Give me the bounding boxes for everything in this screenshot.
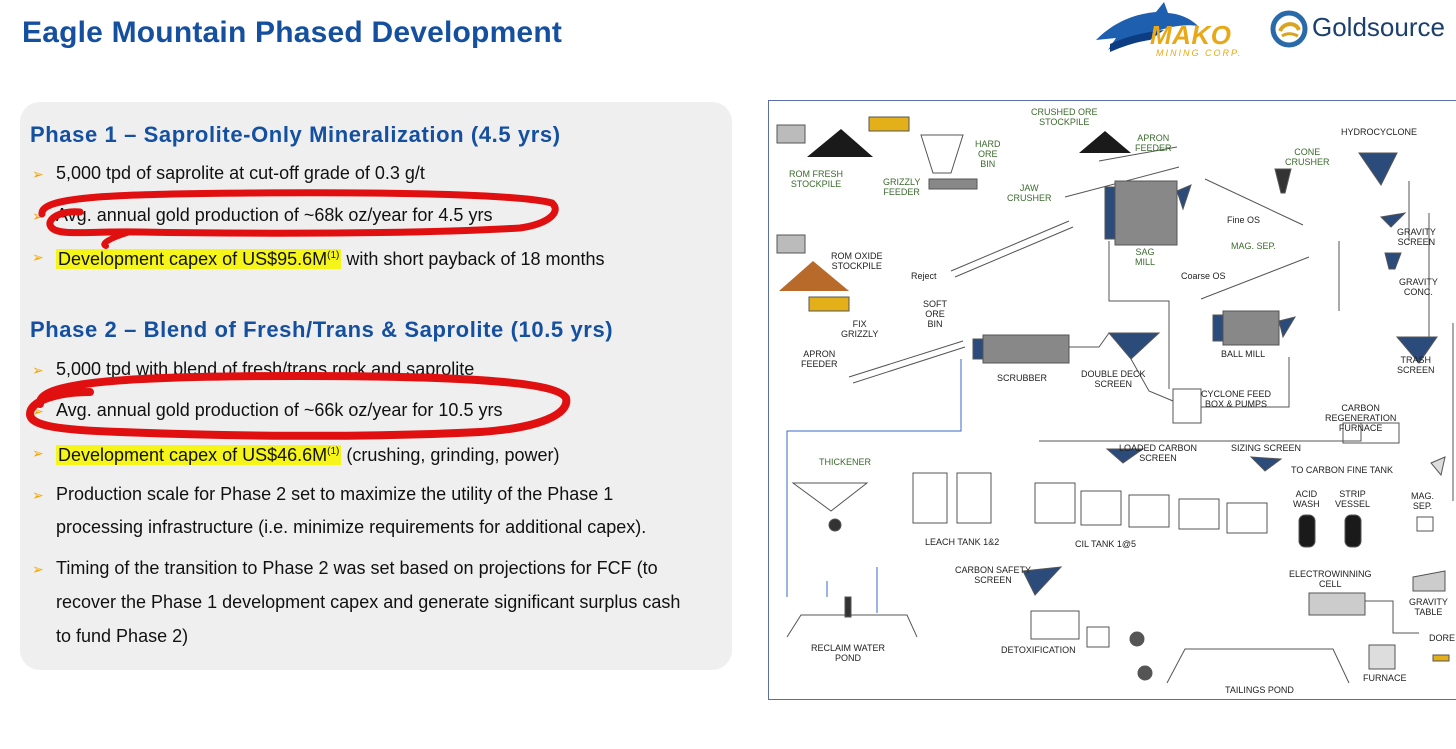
mako-logo: MAKO MINING CORP.	[1094, 0, 1254, 62]
label-cil-tank: CIL TANK 1@5	[1075, 539, 1136, 549]
page-title: Eagle Mountain Phased Development	[22, 16, 563, 49]
label-scrubber: SCRUBBER	[997, 373, 1048, 383]
phase2-bullet-2: Avg. annual gold production of ~66k oz/y…	[56, 400, 503, 420]
label-ball-mill: BALL MILL	[1221, 349, 1266, 359]
phase1-bullet-2: Avg. annual gold production of ~68k oz/y…	[56, 205, 493, 225]
label-thickener: THICKENER	[819, 457, 872, 467]
label-coarse-os: Coarse OS	[1181, 271, 1226, 281]
bullet-arrow-icon: ➢	[32, 487, 44, 503]
flowsheet-graphics	[776, 116, 1454, 684]
highlighted-capex: Development capex of US$95.6M(1)	[56, 249, 342, 269]
label-reject: Reject	[911, 271, 937, 281]
label-detox: DETOXIFICATION	[1001, 645, 1076, 655]
label-fine-os: Fine OS	[1227, 215, 1261, 225]
label-to-carbon-fine: TO CARBON FINE TANK	[1291, 465, 1394, 475]
goldsource-logo: Goldsource	[1270, 8, 1445, 52]
goldsource-icon	[1270, 10, 1308, 48]
label-furnace: FURNACE	[1363, 673, 1407, 683]
phase1-heading: Phase 1 – Saprolite-Only Mineralization …	[30, 122, 561, 147]
phase2-bullet-3: Development capex of US$46.6M(1) (crushi…	[56, 445, 560, 465]
phase1-bullet-3: Development capex of US$95.6M(1) with sh…	[56, 249, 605, 269]
goldsource-wordmark: Goldsource	[1312, 12, 1445, 42]
label-sizing-screen: SIZING SCREEN	[1231, 443, 1302, 453]
mako-subtitle: MINING CORP.	[1156, 48, 1243, 58]
label-leach-tank: LEACH TANK 1&2	[925, 537, 1000, 547]
phase2-para1-l1: Production scale for Phase 2 set to maxi…	[56, 484, 614, 504]
label-mag-sep-bottom: MAG.SEP.	[1411, 491, 1435, 511]
content-panel: Phase 1 – Saprolite-Only Mineralization …	[20, 102, 732, 670]
highlighted-capex: Development capex of US$46.6M(1)	[56, 445, 342, 465]
bullet-arrow-icon: ➢	[32, 561, 44, 577]
shark-icon	[1096, 2, 1198, 52]
label-dore: DORE	[1429, 633, 1456, 643]
bullet-arrow-icon: ➢	[32, 249, 44, 265]
bullet-arrow-icon: ➢	[32, 445, 44, 461]
bullet-arrow-icon: ➢	[32, 362, 44, 378]
label-hydrocyclone: HYDROCYCLONE	[1341, 127, 1418, 137]
phase2-para2-l1: Timing of the transition to Phase 2 was …	[56, 558, 658, 578]
mako-wordmark: MAKO	[1150, 20, 1232, 50]
bullet-arrow-icon: ➢	[32, 208, 44, 224]
phase2-para1-l2: processing infrastructure (i.e. minimize…	[56, 517, 647, 537]
bullet-arrow-icon: ➢	[32, 166, 44, 182]
label-tailings: TAILINGS POND	[1225, 685, 1294, 695]
phase2-bullet-1: 5,000 tpd with blend of fresh/trans rock…	[56, 359, 475, 379]
phase1-bullet-1: 5,000 tpd of saprolite at cut-off grade …	[56, 163, 425, 183]
bullet-arrow-icon: ➢	[32, 403, 44, 419]
phase2-para2-l2: recover the Phase 1 development capex an…	[56, 592, 681, 612]
label-mag-sep-top: MAG. SEP.	[1231, 241, 1276, 251]
phase2-para2-l3: to fund Phase 2)	[56, 626, 189, 646]
phase2-heading: Phase 2 – Blend of Fresh/Trans & Saproli…	[30, 317, 614, 342]
